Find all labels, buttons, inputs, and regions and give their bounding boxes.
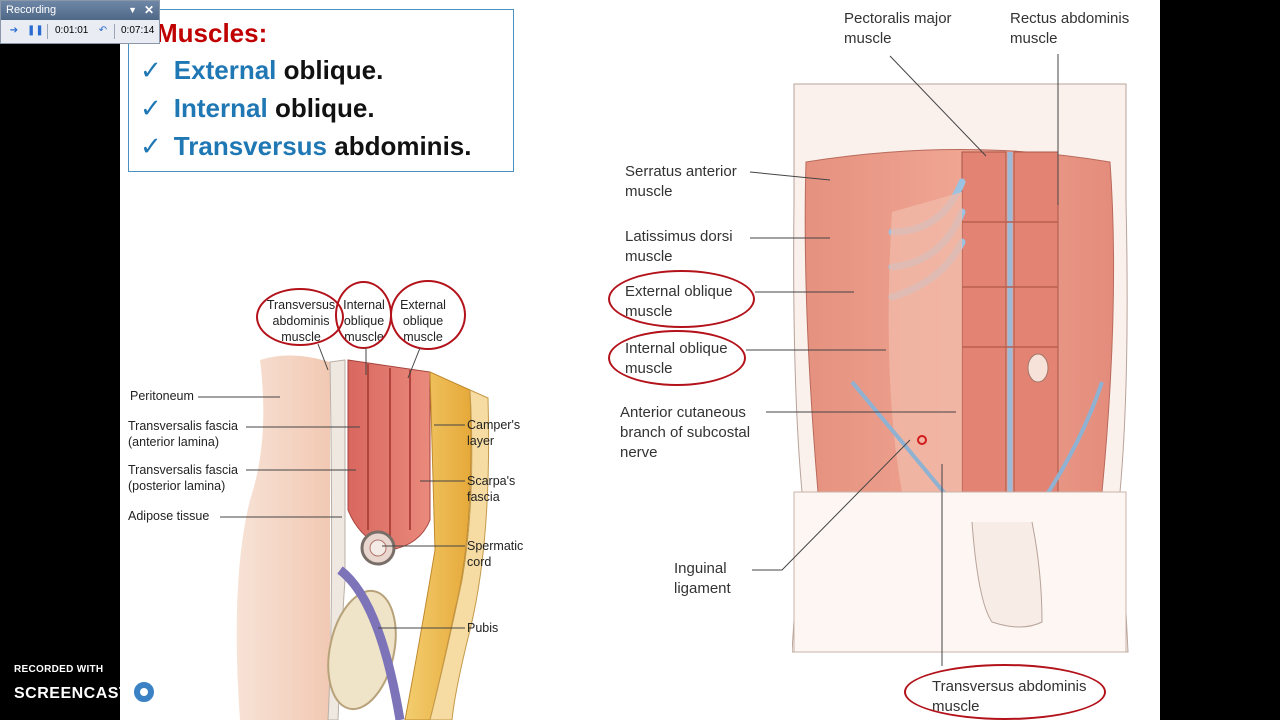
restart-button[interactable]: ↶ — [98, 25, 108, 36]
label-line: Camper's — [467, 418, 521, 432]
label-line: muscle — [1010, 30, 1058, 47]
cross-section-diagram — [236, 355, 490, 720]
label-line: ligament — [674, 580, 731, 597]
record-resume-button[interactable]: ➔ — [9, 25, 19, 36]
label-pectoralis-major: Pectoralis major muscle — [844, 9, 952, 49]
label-peritoneum: Peritoneum — [130, 388, 194, 404]
label-line: (posterior lamina) — [128, 479, 226, 493]
checkmark-icon: ✓ — [140, 131, 162, 161]
label-line: (anterior lamina) — [128, 435, 220, 449]
highlight-ring — [608, 270, 755, 328]
item-rest: oblique. — [276, 55, 384, 85]
label-inguinal-ligament: Inguinal ligament — [674, 559, 731, 599]
label-serratus-anterior: Serratus anterior muscle — [625, 162, 737, 202]
item-accent: External — [173, 55, 277, 85]
watermark-word-right: MATIC — [159, 685, 212, 703]
label-line: layer — [467, 434, 495, 448]
label-line: nerve — [620, 444, 658, 461]
list-item: ✓ Internal oblique. — [140, 93, 375, 124]
label-spermatic-cord: Spermatic cord — [467, 538, 523, 570]
label-line: fascia — [467, 490, 500, 504]
remaining-time: 0:07:14 — [121, 25, 155, 36]
label-latissimus-dorsi: Latissimus dorsi muscle — [625, 227, 733, 267]
recording-controls: ➔ ❚❚ 0:01:01 ↶ 0:07:14 — [1, 21, 159, 43]
label-line: Adipose tissue — [128, 509, 210, 523]
close-icon[interactable]: ✕ — [143, 3, 154, 17]
pause-button[interactable]: ❚❚ — [27, 25, 44, 36]
highlight-ring — [608, 330, 746, 386]
checkmark-icon: ✓ — [140, 93, 162, 123]
label-transversalis-anterior: Transversalis fascia (anterior lamina) — [128, 418, 238, 450]
watermark-line1: RECORDED WITH — [14, 664, 104, 675]
label-line: Transversalis fascia — [128, 419, 238, 433]
watermark-logo: SCREENCAST MATIC — [14, 679, 212, 707]
label-campers-layer: Camper's layer — [467, 417, 520, 449]
toolbar-divider — [114, 24, 115, 39]
menu-dropdown-icon[interactable]: ▼ — [128, 5, 137, 15]
recording-title-bar[interactable]: Recording ▼ ✕ — [1, 1, 159, 20]
item-rest: abdominis. — [327, 131, 472, 161]
item-accent: Internal — [173, 93, 268, 123]
screencast-logo-icon — [131, 679, 158, 705]
label-line: Scarpa's — [467, 474, 516, 488]
muscles-list-box — [128, 9, 514, 172]
label-line: Serratus anterior — [625, 163, 737, 180]
list-item: ✓ Transversus abdominis. — [140, 131, 471, 162]
highlight-ring — [390, 280, 466, 350]
label-anterior-cutaneous-branch: Anterior cutaneous branch of subcostal n… — [620, 403, 750, 463]
label-line: Inguinal — [674, 560, 727, 577]
item-rest: oblique. — [267, 93, 375, 123]
label-line: muscle — [625, 183, 673, 200]
label-scarpas-fascia: Scarpa's fascia — [467, 473, 515, 505]
highlight-ring — [904, 664, 1106, 720]
label-line: Pectoralis major — [844, 10, 952, 27]
label-line: branch of subcostal — [620, 424, 751, 441]
recording-toolbar: Recording ▼ ✕ ➔ ❚❚ 0:01:01 ↶ 0:07:14 — [0, 0, 160, 44]
recording-title: Recording — [6, 4, 57, 16]
torso-diagram — [792, 83, 1129, 653]
screencast-watermark: RECORDED WITH SCREENCAST MATIC — [14, 664, 211, 707]
watermark-word-left: SCREENCAST — [14, 685, 130, 703]
list-item: ✓ External oblique. — [140, 55, 383, 86]
label-line: muscle — [844, 30, 892, 47]
label-pubis: Pubis — [467, 620, 498, 636]
elapsed-time: 0:01:01 — [55, 25, 89, 36]
toolbar-divider — [47, 24, 48, 39]
label-line: Rectus abdominis — [1010, 10, 1130, 27]
label-rectus-abdominis: Rectus abdominis muscle — [1010, 9, 1129, 49]
leader-lines-right — [746, 54, 1059, 666]
checkmark-icon: ✓ — [140, 55, 162, 85]
item-accent: Transversus — [173, 131, 328, 161]
label-line: cord — [467, 555, 492, 569]
label-adipose-tissue: Adipose tissue — [128, 508, 209, 524]
leader-lines-left — [198, 343, 465, 629]
slide: Muscles: ✓ External oblique. ✓ Internal ob… — [120, 0, 1160, 720]
label-transversalis-posterior: Transversalis fascia (posterior lamina) — [128, 462, 238, 494]
label-line: Transversalis fascia — [128, 463, 238, 477]
label-line: muscle — [625, 248, 673, 265]
label-line: Pubis — [467, 621, 499, 635]
label-line: Anterior cutaneous — [620, 404, 746, 421]
label-line: Spermatic — [467, 539, 524, 553]
label-line: Peritoneum — [130, 389, 194, 403]
muscles-heading: Muscles: — [156, 18, 268, 48]
label-line: Latissimus dorsi — [625, 228, 733, 245]
